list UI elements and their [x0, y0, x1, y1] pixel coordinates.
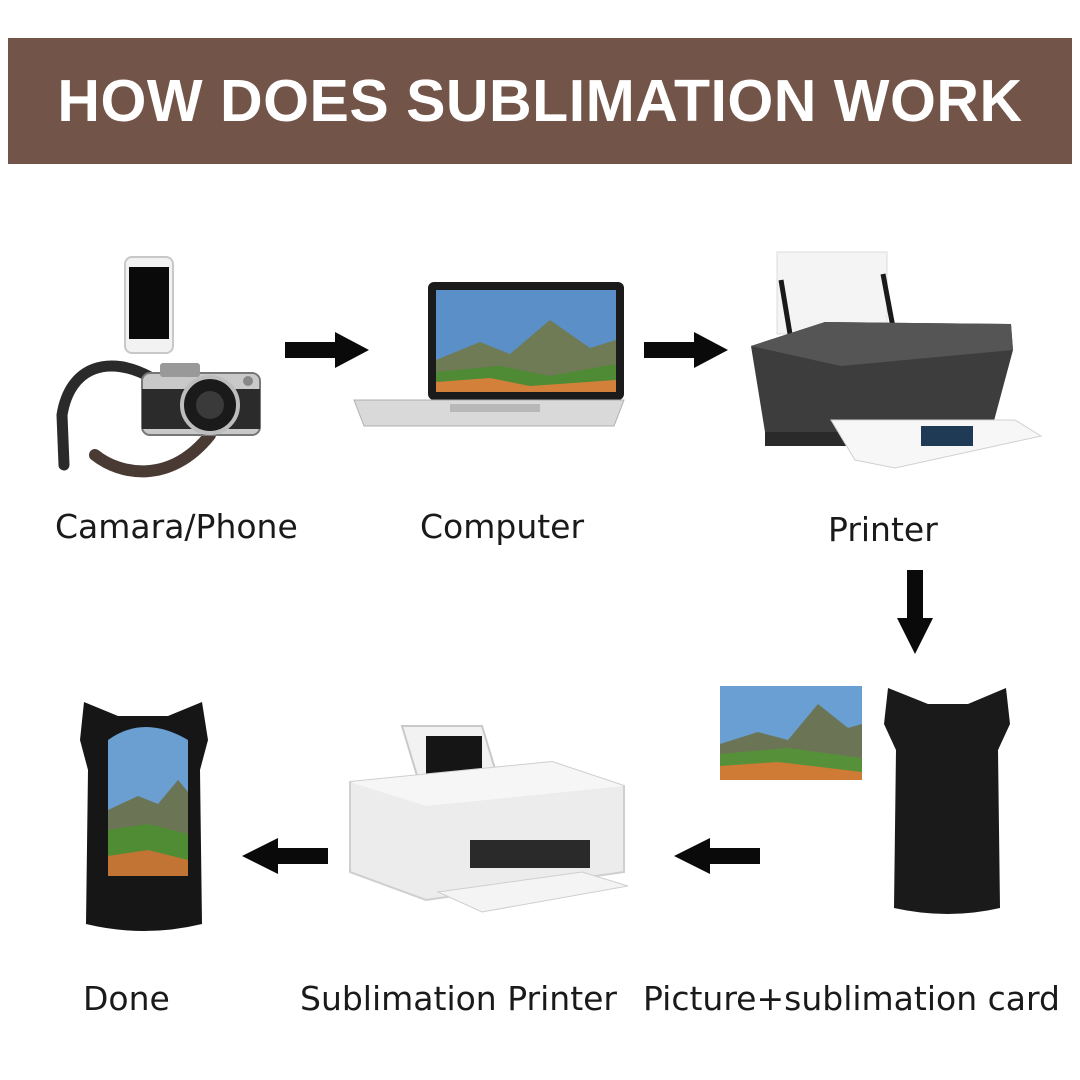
- arrow-right-icon: [285, 332, 369, 368]
- arrow-left-icon: [242, 838, 328, 874]
- camera-phone-illustration: [56, 256, 261, 478]
- step-printer: [745, 250, 1045, 480]
- sublimation-printer-illustration: [349, 725, 629, 913]
- arrow-down-icon: [897, 570, 933, 654]
- step-label-computer: Computer: [420, 507, 585, 546]
- page-title: HOW DOES SUBLIMATION WORK: [57, 68, 1023, 134]
- arrow-right-2: [642, 330, 732, 370]
- arrow-left-icon: [674, 838, 760, 874]
- step-label-printer: Printer: [828, 510, 938, 549]
- title-banner: HOW DOES SUBLIMATION WORK: [8, 38, 1072, 164]
- picture-and-blank-shirt-illustration: [720, 686, 1010, 914]
- step-sublimation-printer: [342, 722, 632, 922]
- step-label-sublimation-printer: Sublimation Printer: [300, 979, 617, 1018]
- step-label-picture-card: Picture+sublimation card: [643, 979, 1060, 1018]
- step-done: [78, 700, 218, 940]
- arrow-left-1: [670, 836, 762, 876]
- step-computer: [350, 280, 630, 430]
- arrow-right-icon: [644, 332, 728, 368]
- arrow-right-1: [283, 330, 373, 370]
- step-camera-phone: [50, 255, 280, 485]
- step-label-done: Done: [83, 979, 170, 1018]
- arrow-left-2: [238, 836, 330, 876]
- step-label-camera-phone: Camara/Phone: [55, 507, 298, 546]
- arrow-down: [895, 568, 935, 658]
- printed-shirt-illustration: [80, 702, 208, 931]
- inkjet-printer-illustration: [751, 251, 1043, 469]
- step-picture-card: [718, 684, 1018, 924]
- laptop-illustration: [353, 282, 625, 427]
